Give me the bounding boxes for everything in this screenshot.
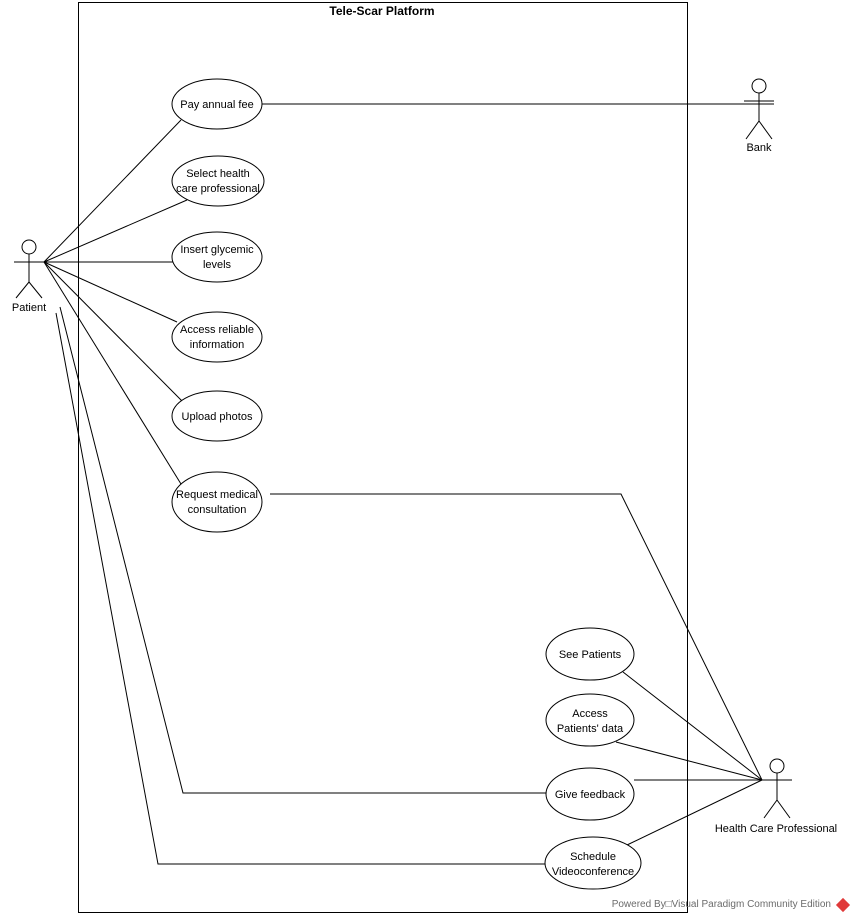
usecase-request-medical-consultation[interactable] xyxy=(171,471,263,533)
usecase-label: Access xyxy=(572,708,608,720)
assoc-schedule-video-hcp xyxy=(626,779,763,846)
usecase-see-patients[interactable] xyxy=(545,627,635,681)
assoc-patient-schedule-video xyxy=(55,312,546,865)
assoc-access-data-hcp xyxy=(615,741,763,781)
actor-label-patient: Patient xyxy=(12,302,46,314)
actor-head-icon xyxy=(769,758,785,774)
usecase-label: Insert glycemic xyxy=(180,244,254,256)
usecase-access-patients-data[interactable] xyxy=(545,693,635,747)
usecase-label: Request medical xyxy=(176,489,258,501)
actor-label-bank: Bank xyxy=(746,142,772,154)
usecase-select-health-care-professional[interactable] xyxy=(171,155,265,207)
actor-head-icon xyxy=(21,239,37,255)
usecase-label: Access reliable xyxy=(180,324,254,336)
usecase-label: Schedule xyxy=(570,851,616,863)
usecase-access-reliable-information[interactable] xyxy=(171,311,263,363)
actor-head-icon xyxy=(751,78,767,94)
usecase-label: care professional xyxy=(176,183,260,195)
assoc-request-consult-hcp xyxy=(270,493,763,781)
usecase-label: information xyxy=(190,339,244,351)
assoc-patient-access-info xyxy=(43,261,178,323)
usecase-pay-annual-fee[interactable] xyxy=(171,78,263,130)
usecase-label: Select health xyxy=(186,168,250,180)
usecase-label: Give feedback xyxy=(555,789,626,801)
usecase-label: levels xyxy=(203,259,232,271)
actor-bank[interactable] xyxy=(744,78,774,140)
actor-patient[interactable] xyxy=(14,239,44,299)
system-title: Tele-Scar Platform xyxy=(329,4,434,18)
visual-paradigm-logo-icon xyxy=(835,897,851,912)
actor-label-hcp: Health Care Professional xyxy=(715,823,837,835)
usecase-upload-photos[interactable] xyxy=(171,390,263,442)
usecase-label: Upload photos xyxy=(182,411,253,423)
assoc-patient-upload-photos xyxy=(43,261,184,403)
assoc-see-patients-hcp xyxy=(622,671,763,781)
assoc-patient-give-feedback xyxy=(59,306,546,794)
usecase-label: See Patients xyxy=(559,649,622,661)
system-boundary xyxy=(78,2,688,913)
actor-health-care-professional[interactable] xyxy=(762,758,792,819)
usecase-schedule-videoconference[interactable] xyxy=(544,836,642,890)
usecase-insert-glycemic-levels[interactable] xyxy=(171,231,263,283)
assoc-patient-pay-fee xyxy=(43,119,182,263)
usecase-label: Videoconference xyxy=(552,866,634,878)
associations xyxy=(43,103,774,865)
assoc-patient-request-consult xyxy=(43,261,182,485)
usecase-label: Patients' data xyxy=(557,723,624,735)
footer-text: Powered By□Visual Paradigm Community Edi… xyxy=(611,899,831,910)
usecase-label: consultation xyxy=(188,504,247,516)
usecase-label: Pay annual fee xyxy=(180,99,253,111)
assoc-patient-select-hcp xyxy=(43,199,188,263)
usecase-give-feedback[interactable] xyxy=(545,767,635,821)
footer-credit: Powered By□Visual Paradigm Community Edi… xyxy=(611,897,851,912)
